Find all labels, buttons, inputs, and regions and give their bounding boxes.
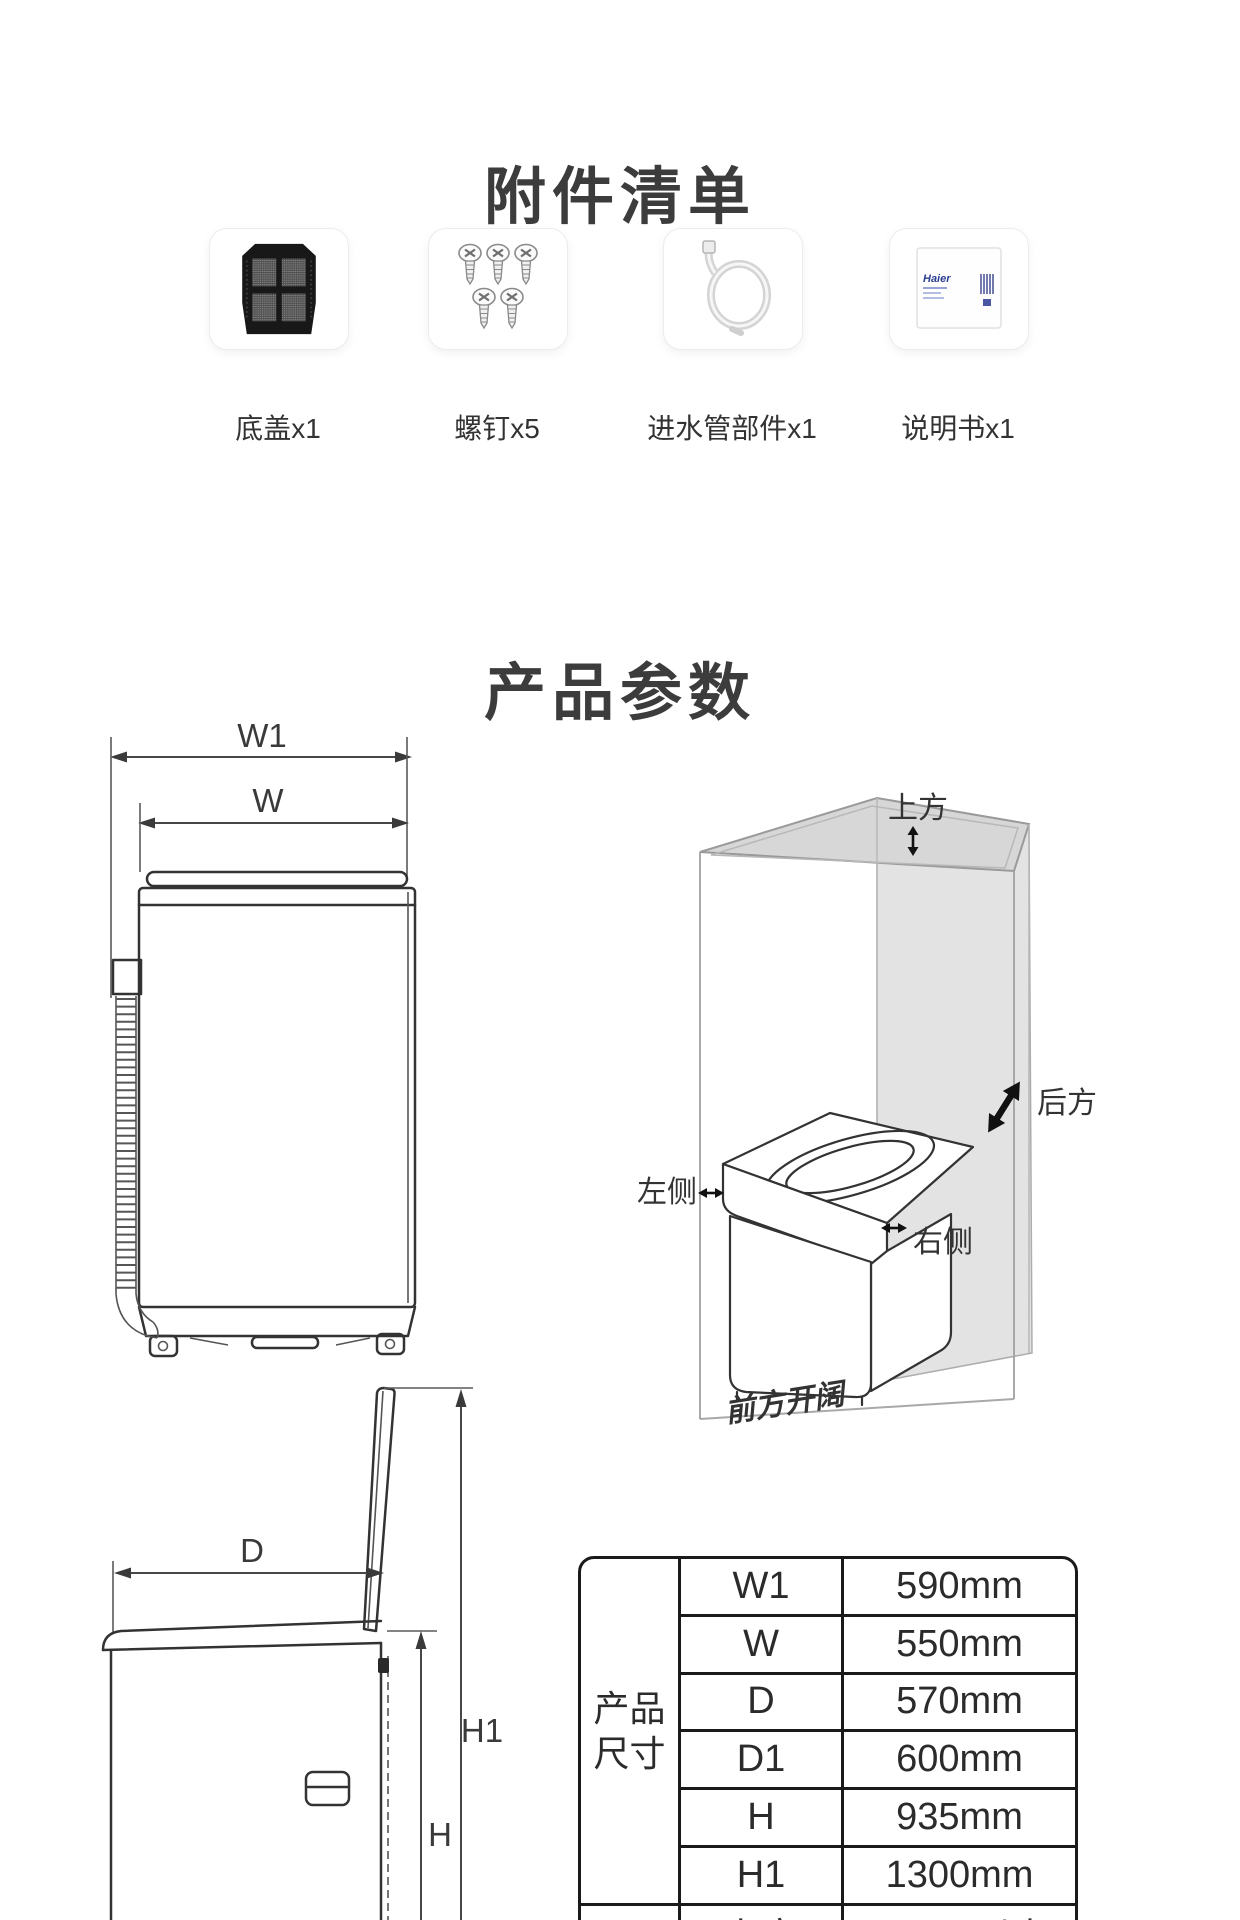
table-row-value: 590mm	[844, 1559, 1075, 1614]
front-view-drawing: W1 W	[110, 717, 417, 1358]
label-right-clearance: 右侧	[913, 1226, 973, 1259]
table-row-name: D1	[681, 1732, 841, 1788]
accessory-card	[209, 228, 349, 350]
table-row-name: H	[681, 1790, 841, 1845]
accessories-title: 附件清单	[483, 163, 756, 232]
right-clearance-arrow-icon	[881, 1223, 907, 1233]
clearance-box-edges	[699, 798, 1030, 1420]
accessory-item-base-cover: 底盖x1	[209, 228, 349, 447]
table-row-name: 上方	[681, 1905, 841, 1920]
table-row-value: 570mm	[844, 1674, 1075, 1730]
manual-brand-text: Haier	[923, 273, 951, 285]
accessory-label: 螺钉x5	[454, 413, 540, 444]
washer-front-outline	[137, 870, 417, 1358]
screws-icon	[457, 243, 539, 330]
dim-label-d: D	[240, 1532, 264, 1569]
barcode-icon	[980, 274, 994, 306]
table-group-label-line2: 尺寸	[593, 1732, 666, 1774]
table-row-name: D	[681, 1674, 841, 1730]
table-row-name: H1	[681, 1847, 841, 1903]
table-row-value: 600mm	[844, 1732, 1075, 1788]
table-group-label-empty	[581, 1905, 678, 1920]
lid-hinge-nub	[378, 1658, 389, 1673]
detergent-drawer	[304, 1770, 351, 1807]
table-row-value: 550mm	[844, 1616, 1075, 1672]
washer-side-outline	[101, 1619, 389, 1920]
table-group-label-line1: 产品	[593, 1687, 666, 1729]
accessory-card	[428, 228, 568, 350]
accessory-label: 底盖x1	[235, 413, 321, 444]
open-lid-outline	[362, 1386, 473, 1633]
back-clearance-arrow-icon	[988, 1081, 1020, 1133]
dim-label-w1: W1	[237, 717, 287, 754]
table-group-label: 产品 尺寸	[581, 1559, 678, 1903]
inlet-hose-icon	[702, 240, 771, 336]
table-row-value: 20mm以上	[844, 1905, 1075, 1920]
base-cover-icon	[242, 243, 316, 335]
dimensions-table: 产品 尺寸 W1 590mm W 550mm D 570mm D1 600mm …	[578, 1556, 1078, 1920]
drain-hose	[111, 958, 159, 1339]
washer-3d	[721, 1111, 975, 1407]
table-row-name: W1	[681, 1559, 841, 1614]
parameters-title: 产品参数	[483, 659, 756, 728]
dim-label-w: W	[252, 782, 284, 819]
label-back-clearance: 后方	[1037, 1087, 1097, 1120]
manual-icon: Haier	[916, 247, 1002, 329]
dim-label-h: H	[428, 1816, 452, 1853]
accessory-card	[663, 228, 803, 350]
accessory-label: 说明书x1	[901, 413, 1015, 444]
label-top-clearance: 上方	[888, 792, 948, 825]
left-clearance-arrow-icon	[698, 1188, 724, 1198]
accessory-label: 进水管部件x1	[647, 413, 817, 444]
table-row-value: 935mm	[844, 1790, 1075, 1845]
top-clearance-arrow-icon	[907, 826, 919, 856]
accessory-item-screws: 螺钉x5	[428, 228, 568, 447]
clearance-3d-drawing: 上方 后方 左侧 右侧 前方开阔	[637, 792, 1097, 1429]
accessory-card: Haier	[889, 228, 1029, 350]
table-row-value: 1300mm	[844, 1847, 1075, 1903]
label-left-clearance: 左侧	[637, 1176, 697, 1209]
table-row-name: W	[681, 1616, 841, 1672]
dim-label-h1: H1	[461, 1712, 503, 1749]
accessory-item-inlet-hose: 进水管部件x1	[647, 228, 817, 447]
side-view-drawing: D H1 H	[101, 1386, 503, 1920]
accessory-item-manual: Haier 说明书x1	[889, 228, 1029, 447]
